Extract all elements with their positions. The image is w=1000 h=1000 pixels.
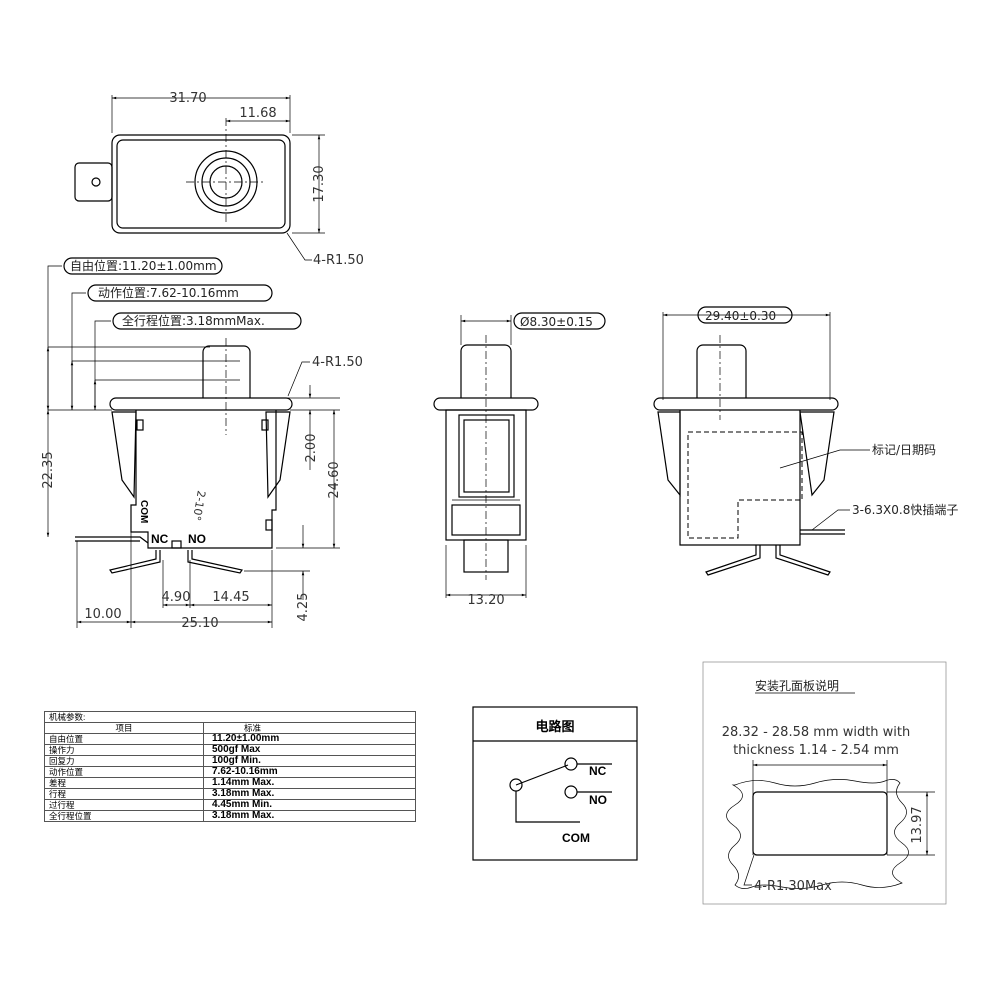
row-value: 100gf Min. [203,755,416,767]
rear-width-callout: 29.40±0.30 [705,309,776,323]
terminals-label: 3-6.3X0.8快插端子 [852,503,958,517]
dim-25-10: 25.10 [181,616,218,631]
panel-line1: 28.32 - 28.58 mm width with [722,725,911,740]
circuit-title: 电路图 [535,719,574,734]
row-label: 操作力 [44,744,204,756]
row-label: 行程 [44,788,204,800]
panel-radius: 4-R1.30Max [754,879,832,894]
dim-14-45: 14.45 [212,590,249,605]
row-value: 500gf Max [203,744,416,756]
row-label: 差程 [44,777,204,789]
dim-24-60: 24.60 [327,461,342,498]
dim-width-side: 13.20 [467,593,504,608]
label-nc: NC [151,532,169,546]
row-value: 11.20±1.00mm [203,733,416,745]
top-radius: 4-R1.50 [313,253,364,268]
circuit-no: NO [589,793,607,807]
table-title: 机械参数: [44,711,416,723]
dim-offset: 11.68 [239,106,276,121]
total-travel-callout: 全行程位置:3.18mmMax. [122,313,265,328]
angle-label: 2-10° [190,489,208,521]
dim-width: 31.70 [169,91,206,106]
dim-height: 17.30 [312,165,327,202]
label-no: NO [188,532,206,546]
row-value: 3.18mm Max. [203,788,416,800]
circuit-nc: NC [589,764,607,778]
marking-label: 标记/日期码 [872,443,936,457]
panel-cutout: 安装孔面板说明 28.32 - 28.58 mm width with thic… [702,661,947,905]
diameter-callout: Ø8.30±0.15 [520,315,593,329]
panel-line2: thickness 1.14 - 2.54 mm [733,743,899,758]
row-label: 动作位置 [44,766,204,778]
rear-view: 29.40±0.30 标记/日期码 3-6.3X0.8快插端子 [653,306,958,576]
dim-4-25: 4.25 [296,593,311,622]
row-label: 全行程位置 [44,810,204,822]
circuit-diagram: 电路图 NC NO COM [472,706,638,861]
row-value: 7.62-10.16mm [203,766,416,778]
header-item: 项目 [44,722,204,734]
row-label: 过行程 [44,799,204,811]
row-label: 回复力 [44,755,204,767]
circuit-com: COM [562,831,590,845]
free-position-callout: 自由位置:11.20±1.00mm [70,258,217,273]
side-view: Ø8.30±0.15 13.20 [433,312,606,608]
operating-position-callout: 动作位置:7.62-10.16mm [98,285,239,300]
row-value: 3.18mm Max. [203,810,416,822]
dim-22-35: 22.35 [41,451,56,488]
header-standard: 标准 [203,722,416,734]
row-value: 1.14mm Max. [203,777,416,789]
front-view: 自由位置:11.20±1.00mm 动作位置:7.62-10.16mm 全行程位… [41,257,363,631]
dim-10-00: 10.00 [84,607,121,622]
top-view: 31.70 11.68 17.30 4-R1.50 [74,91,364,268]
panel-title: 安装孔面板说明 [755,678,839,693]
dim-2-00: 2.00 [304,434,319,463]
label-com: COM [138,500,149,523]
dim-4-90: 4.90 [162,590,191,605]
row-label: 自由位置 [44,733,204,745]
panel-height: 13.97 [910,806,925,843]
front-radius: 4-R1.50 [312,355,363,370]
row-value: 4.45mm Min. [203,799,416,811]
